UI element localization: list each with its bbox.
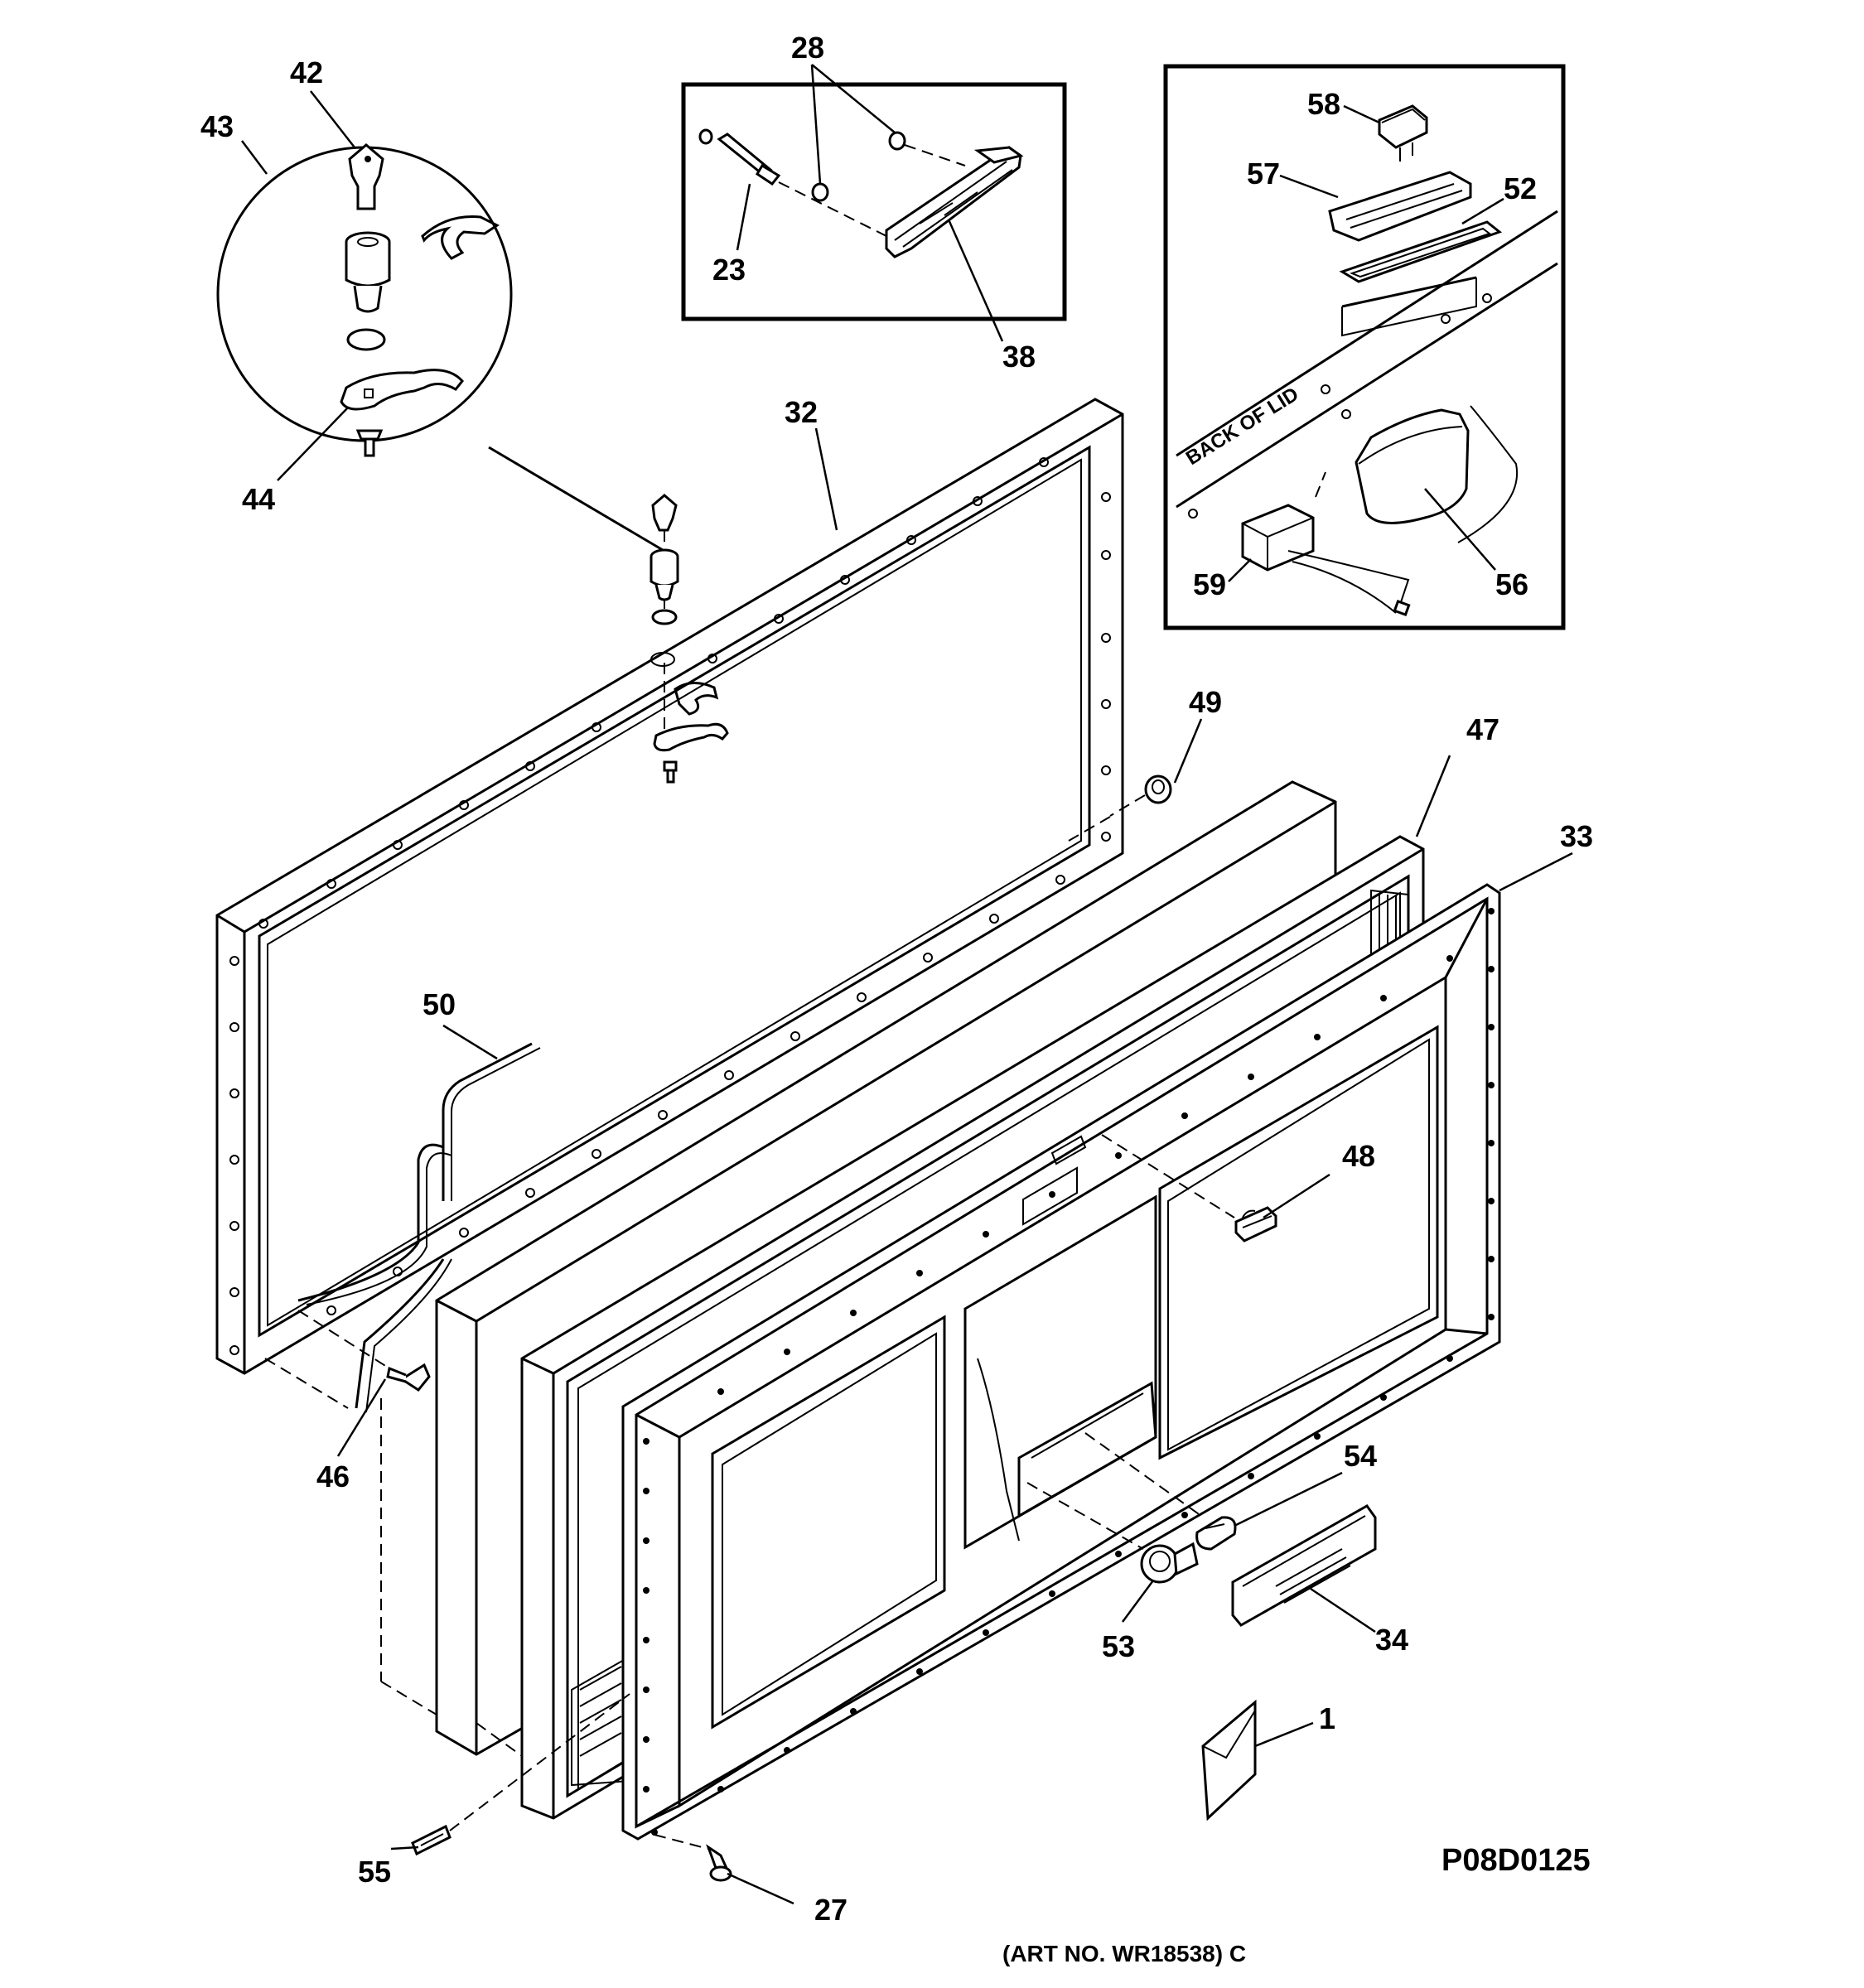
back-of-lid-label: BACK OF LID xyxy=(1182,383,1302,470)
socket-53 xyxy=(1140,1542,1199,1584)
handle-inset-box xyxy=(681,82,1067,321)
screw-46 xyxy=(297,1310,431,1392)
wire-harness xyxy=(297,1042,541,1413)
envelope-1 xyxy=(1201,1699,1257,1822)
art-number: (ART NO. WR18538) C xyxy=(1002,1941,1246,1966)
inner-lid-holes xyxy=(643,908,1495,1836)
clip-55 xyxy=(411,1693,630,1856)
callout-32: 32 xyxy=(785,395,818,429)
screw-27 xyxy=(654,1834,732,1882)
callout-43: 43 xyxy=(200,109,234,143)
callout-28: 28 xyxy=(791,31,824,65)
callout-52: 52 xyxy=(1504,171,1537,205)
callout-47: 47 xyxy=(1466,712,1499,746)
callout-1: 1 xyxy=(1319,1701,1335,1735)
callout-56: 56 xyxy=(1495,567,1528,601)
bulb-54 xyxy=(1026,1432,1237,1551)
callout-33: 33 xyxy=(1560,819,1593,853)
callout-42: 42 xyxy=(290,55,323,89)
lens-34 xyxy=(1231,1504,1377,1627)
callout-27: 27 xyxy=(814,1893,847,1927)
callout-49: 49 xyxy=(1189,685,1222,719)
callout-48: 48 xyxy=(1342,1139,1375,1173)
drawing-code: P08D0125 xyxy=(1441,1843,1591,1878)
callout-labels: 42 43 44 28 23 38 58 57 52 56 59 32 49 4… xyxy=(200,31,1593,1927)
callout-59: 59 xyxy=(1193,567,1226,601)
handle-detail xyxy=(698,128,1024,258)
inner-lid-panel xyxy=(621,883,1501,1841)
callout-53: 53 xyxy=(1102,1629,1135,1663)
lid-lock-assembly xyxy=(650,494,729,784)
callout-50: 50 xyxy=(423,987,456,1021)
switch-detail xyxy=(1176,104,1558,616)
lock-detail xyxy=(216,143,513,457)
callout-38: 38 xyxy=(1002,340,1036,374)
plug-49 xyxy=(1109,774,1172,817)
callout-23: 23 xyxy=(712,253,746,287)
switch-inset-box xyxy=(1163,64,1566,630)
callout-57: 57 xyxy=(1247,157,1280,191)
callout-54: 54 xyxy=(1344,1439,1377,1473)
callout-58: 58 xyxy=(1307,87,1340,121)
callout-34: 34 xyxy=(1375,1623,1408,1657)
callout-46: 46 xyxy=(316,1460,350,1493)
leader-lines xyxy=(241,64,1573,1905)
callout-55: 55 xyxy=(358,1855,391,1889)
callout-44: 44 xyxy=(242,482,275,516)
